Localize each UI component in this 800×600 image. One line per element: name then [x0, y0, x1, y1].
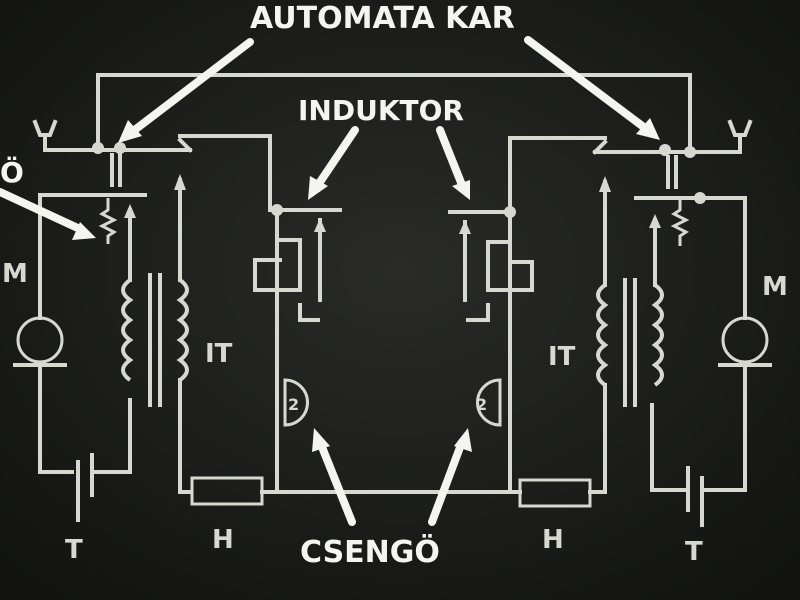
right-inductor-hook: [466, 303, 490, 322]
right-microphone-circle: [721, 316, 769, 364]
right-telephone-circuit: 2: [448, 119, 772, 527]
left-edge-label: Ö: [0, 155, 24, 189]
left-telephone-circuit: 2: [13, 119, 342, 522]
induktor-arrowhead-right: [452, 180, 470, 200]
csengo-arrowhead-right: [454, 428, 472, 452]
m-left-label: M: [2, 259, 28, 289]
h-right-label: H: [542, 525, 564, 555]
left-antenna-symbol: [32, 119, 58, 152]
csengo-label: CSENGÖ: [300, 533, 440, 570]
right-antenna-symbol: [727, 119, 753, 154]
induktor-arrowhead-left: [308, 176, 328, 200]
left-microphone-circle: [16, 316, 64, 364]
pointer-arrows: [0, 36, 660, 526]
right-junction-dot-1: [659, 144, 671, 156]
csengo-arrowhead-left: [312, 428, 330, 452]
it-right-label: IT: [548, 342, 576, 372]
left-bell-number: 2: [288, 395, 299, 414]
left-coil-core: [148, 273, 162, 407]
right-resistor: [670, 200, 690, 246]
right-switch-lever: [508, 136, 608, 212]
right-secondary-arrowhead: [599, 176, 611, 192]
m-right-label: M: [762, 272, 788, 302]
right-bell-number: 2: [476, 395, 487, 414]
left-secondary-down: [178, 378, 192, 494]
right-inductor-arrowhead: [459, 220, 471, 234]
it-left-label: IT: [205, 339, 233, 369]
automata-arrow-right: [524, 36, 649, 132]
csengo-arrow-right: [428, 438, 466, 526]
automata-kar-label: AUTOMATA KAR: [250, 1, 515, 36]
left-coil-secondary: [176, 278, 189, 382]
right-bell: [476, 378, 502, 427]
right-battery: [650, 403, 704, 512]
top-loop-wire: [96, 73, 692, 152]
left-inductor-hook: [298, 303, 320, 322]
h-left-label: H: [212, 525, 234, 555]
left-junction-dot-2: [114, 142, 126, 154]
left-battery: [76, 398, 132, 497]
right-mic-wire: [698, 196, 747, 492]
automata-arrowhead-left: [118, 120, 142, 143]
right-coil-core: [623, 278, 637, 407]
left-secondary-arrowhead: [174, 174, 186, 190]
t-left-label: T: [65, 535, 83, 565]
left-junction-dot-1: [92, 142, 104, 154]
automata-arrow-left: [128, 38, 254, 136]
right-resistor-h: [518, 478, 592, 508]
induktor-arrow-right: [436, 126, 466, 189]
left-resistor: [98, 198, 118, 244]
left-switch-lever: [177, 134, 272, 212]
induktor-label: INDUKTOR: [298, 94, 464, 127]
right-coil-secondary: [596, 283, 609, 387]
left-coil-primary: [121, 278, 134, 382]
automata-arrowhead-right: [636, 118, 660, 140]
t-right-label: T: [685, 537, 703, 567]
right-secondary-down: [588, 383, 607, 494]
left-inductor-arrowhead: [314, 218, 326, 232]
right-junction-dot-2: [684, 146, 696, 158]
left-edge-arrow: [0, 188, 86, 234]
induktor-arrow-left: [314, 126, 359, 189]
left-bell: [283, 378, 309, 427]
left-mic-wire: [38, 193, 102, 474]
csengo-arrow-left: [316, 438, 356, 526]
right-coil-arrowhead: [649, 214, 661, 228]
right-coil-primary: [651, 283, 664, 387]
left-edge-arrowhead: [72, 222, 96, 240]
left-coil-arrowhead: [124, 204, 136, 218]
